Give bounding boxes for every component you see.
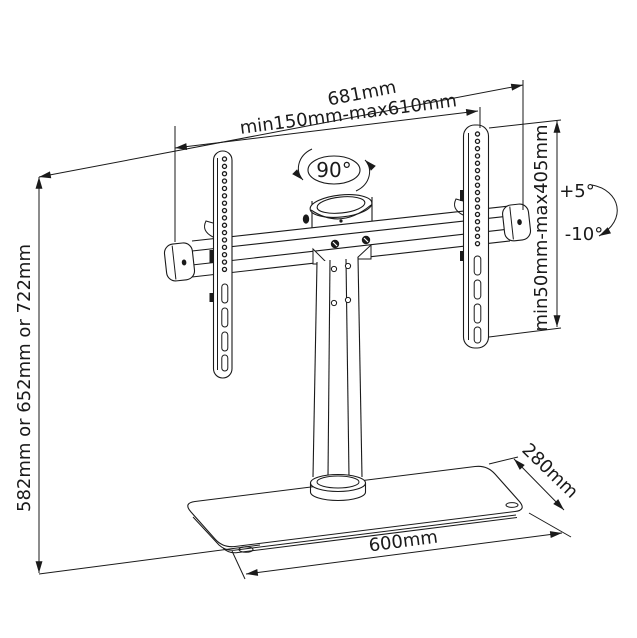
swivel-arrow-left — [292, 148, 313, 181]
column-holes — [330, 262, 352, 307]
dim-overall-height — [35, 176, 261, 575]
tilt-indicator: +5° -10° — [559, 181, 618, 245]
swivel-indicator: 90° — [292, 148, 376, 192]
right-end-cap — [502, 203, 532, 242]
swivel-mount-head — [302, 194, 373, 262]
head-clamp-knob — [302, 214, 310, 224]
head-gussets — [312, 243, 372, 265]
left-bracket-slots — [221, 283, 229, 372]
base-depth-label: 280mm — [518, 439, 583, 502]
swivel-angle-label: 90° — [316, 158, 351, 182]
dim-vesa-range — [174, 107, 481, 242]
base-width-label: 600mm — [368, 527, 440, 557]
height-range-label: min50mm-max405mm — [531, 124, 552, 331]
swivel-arrow-right — [355, 159, 376, 192]
tilt-arrow — [591, 184, 618, 237]
pedestal-column — [312, 256, 363, 478]
dim-base-width — [231, 512, 572, 580]
left-bracket-hook — [204, 220, 214, 238]
dim-height-range — [488, 119, 562, 338]
overall-height-label: 582mm or 652mm or 722mm — [14, 244, 35, 512]
crossbar-screws — [330, 219, 371, 249]
left-end-cap — [163, 242, 196, 282]
tilt-down-label: -10° — [565, 224, 603, 245]
column-base-collar — [309, 473, 367, 502]
base-foot-right — [505, 502, 519, 508]
right-bracket-slots — [473, 255, 482, 344]
dim-base-depth — [488, 456, 565, 511]
right-bracket-hook — [454, 198, 464, 216]
tilt-up-label: +5° — [559, 181, 595, 202]
